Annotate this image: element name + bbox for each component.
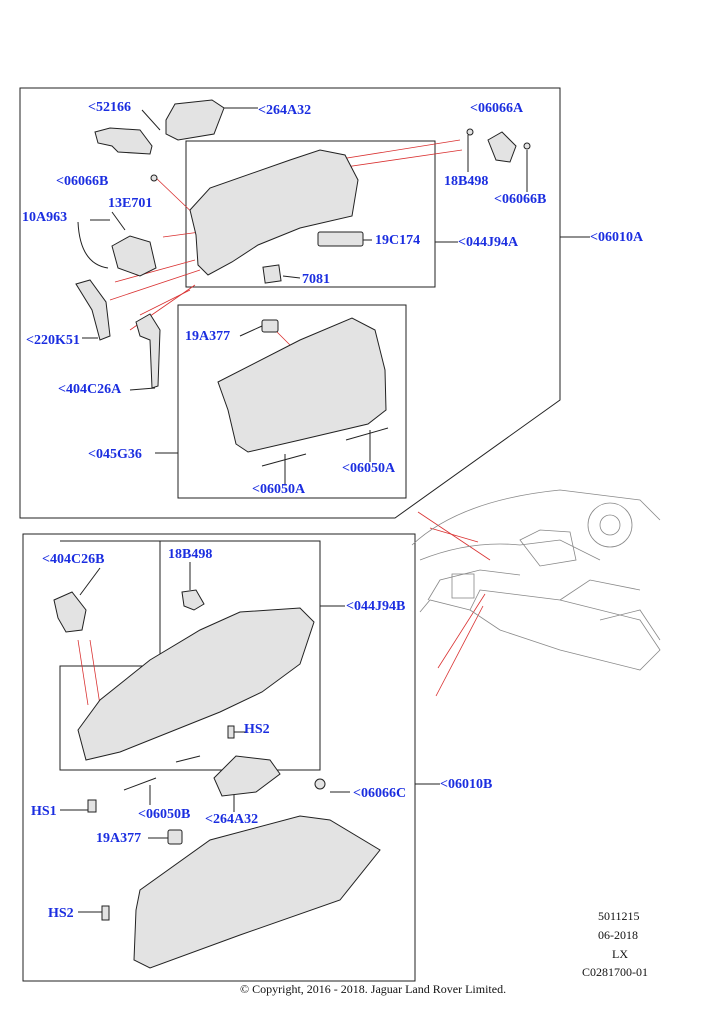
callout-06050A-right[interactable]: <06050A	[342, 461, 396, 476]
callout-264A32-top[interactable]: <264A32	[258, 103, 312, 118]
callout-19A377-top[interactable]: 19A377	[185, 329, 231, 344]
part-06050B-pin-left	[123, 777, 157, 791]
callout-06050B[interactable]: <06050B	[138, 807, 191, 822]
callout-HS1[interactable]: HS1	[31, 804, 57, 819]
part-HS2-screw-bottom	[101, 905, 110, 921]
figure-code: C0281700-01	[582, 965, 648, 979]
part-10A963-cable	[77, 221, 109, 269]
upper-assembly-frame	[19, 87, 561, 519]
part-19C174-lamp	[317, 231, 364, 247]
subassembly-box-045G36	[177, 304, 407, 499]
callout-06066B-right[interactable]: <06066B	[494, 192, 547, 207]
callout-264A32-bottom[interactable]: <264A32	[205, 812, 259, 827]
callout-06050A-left[interactable]: <06050A	[252, 482, 306, 497]
callout-404C26B[interactable]: <404C26B	[42, 552, 105, 567]
part-404C26A-damper	[135, 313, 161, 389]
part-044J94A-housing	[189, 149, 359, 276]
subassembly-box-044J94B	[59, 540, 321, 771]
copyright-text: © Copyright, 2016 - 2018. Jaguar Land Ro…	[240, 982, 507, 996]
part-06050A-pin-right	[345, 427, 389, 441]
callout-220K51[interactable]: <220K51	[26, 333, 80, 348]
part-HS2-screw-mid	[227, 725, 235, 739]
vehicle-interior-sketch	[411, 489, 661, 671]
model-code: LX	[612, 947, 628, 961]
callout-06066C[interactable]: <06066C	[353, 786, 407, 801]
part-7081-pad	[262, 264, 282, 284]
part-06066B-fastener-right	[523, 142, 531, 150]
part-264A32-latch	[165, 99, 225, 141]
part-glovebox-bin	[133, 815, 381, 969]
part-52166-bracket	[94, 127, 153, 155]
lower-assembly-frame	[22, 533, 416, 982]
part-13E701-actuator	[111, 235, 157, 277]
part-044J94B-housing	[77, 607, 315, 761]
part-19A377-clip	[261, 319, 279, 333]
callout-044J94A[interactable]: <044J94A	[458, 235, 519, 250]
callout-52166[interactable]: <52166	[88, 100, 131, 115]
part-264A32-latch-lower	[213, 755, 281, 797]
issue-date: 06-2018	[598, 928, 638, 942]
callout-044J94B[interactable]: <044J94B	[346, 599, 406, 614]
callout-HS2-bottom[interactable]: HS2	[48, 906, 74, 921]
callout-06066B-left[interactable]: <06066B	[56, 174, 109, 189]
callout-19C174[interactable]: 19C174	[375, 233, 421, 248]
callout-18B498-bottom[interactable]: 18B498	[168, 547, 213, 562]
callout-HS2-mid[interactable]: HS2	[244, 722, 270, 737]
part-06050A-pin-left	[261, 453, 307, 467]
callout-06010B[interactable]: <06010B	[440, 777, 493, 792]
part-06066B-fastener-left	[150, 174, 158, 182]
ref-number: 5011215	[598, 909, 640, 923]
callout-19A377-bottom[interactable]: 19A377	[96, 831, 142, 846]
callout-06010A[interactable]: <06010A	[590, 230, 644, 245]
part-045G36-lid	[217, 317, 387, 453]
part-HS1-screw	[87, 799, 97, 813]
callout-045G36[interactable]: <045G36	[88, 447, 142, 462]
part-19A377-clip-lower	[167, 829, 183, 845]
callout-18B498-top[interactable]: 18B498	[444, 174, 489, 189]
callout-10A963[interactable]: 10A963	[22, 210, 68, 225]
part-18B498-fastener-top	[466, 128, 474, 136]
callout-404C26A[interactable]: <404C26A	[58, 382, 122, 397]
part-404C26B-damper	[53, 591, 87, 633]
subassembly-box-044J94A	[185, 140, 436, 288]
part-06050B-pin-right	[175, 755, 201, 763]
part-06066C-fastener	[314, 778, 326, 790]
callout-06066A[interactable]: <06066A	[470, 101, 524, 116]
part-06066A-bracket	[487, 131, 517, 163]
callout-7081[interactable]: 7081	[302, 272, 330, 287]
part-220K51-bracket	[75, 279, 111, 341]
part-18B498-bulb	[181, 589, 205, 611]
callout-13E701[interactable]: 13E701	[108, 196, 153, 211]
